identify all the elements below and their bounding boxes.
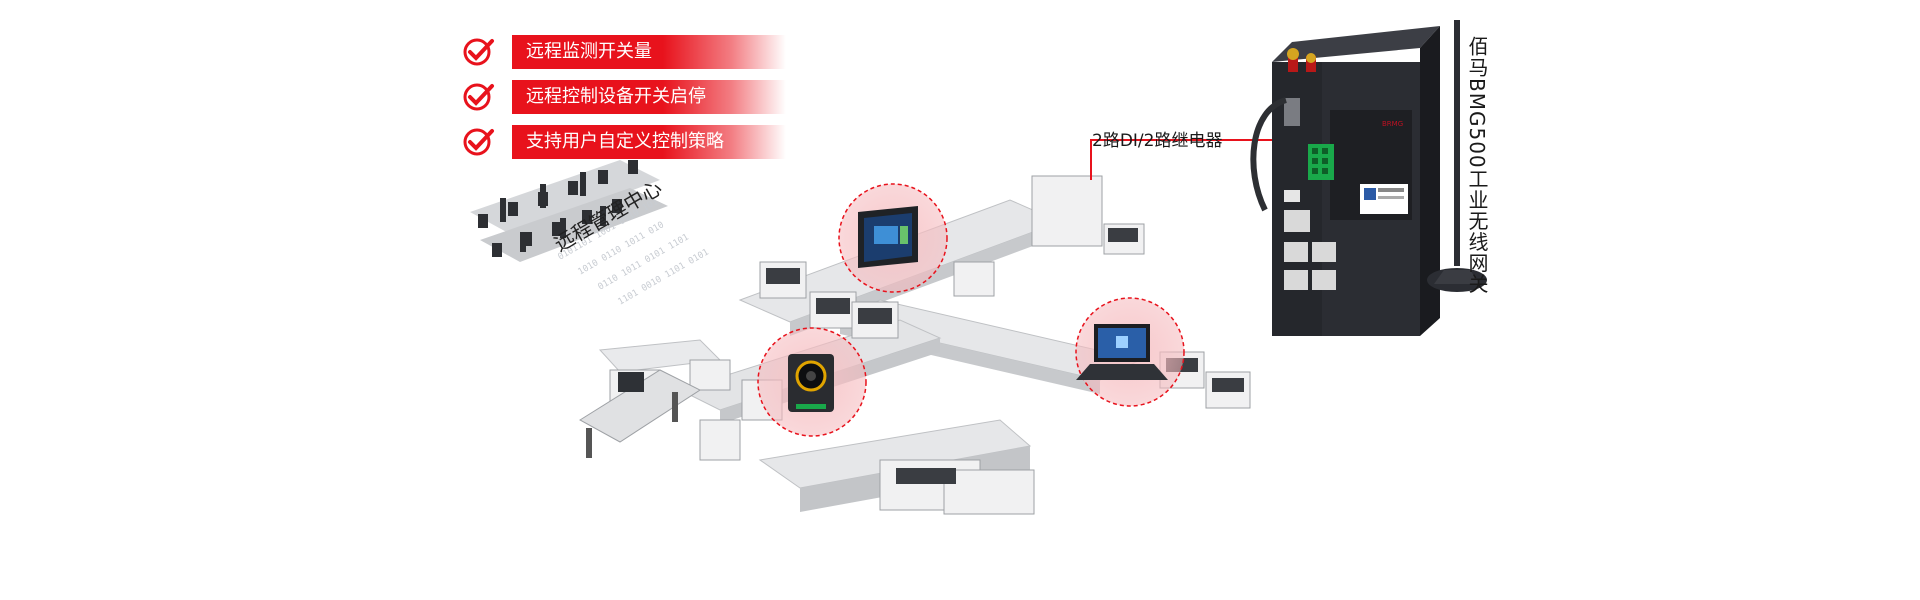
check-circle-icon bbox=[463, 128, 494, 156]
production-machines bbox=[579, 175, 1251, 515]
feature-item: 远程监测开关量 bbox=[462, 34, 786, 70]
svg-text:BRMG: BRMG bbox=[1382, 120, 1403, 128]
feature-label: 远程监测开关量 bbox=[512, 35, 786, 69]
io-label: 2路DI/2路继电器 bbox=[1092, 131, 1223, 151]
feature-label: 远程控制设备开关启停 bbox=[512, 80, 786, 114]
product-name: 佰马BMG500工业无线网关 bbox=[1465, 36, 1489, 295]
hmi-highlight bbox=[838, 183, 948, 293]
remote-center-desks bbox=[470, 160, 668, 262]
gateway-device: BRMG bbox=[1250, 20, 1487, 336]
camera-highlight bbox=[757, 327, 867, 437]
feature-item: 远程控制设备开关启停 bbox=[462, 79, 786, 115]
feature-list: 远程监测开关量 远程控制设备开关启停 支持用户自定义控制策略 bbox=[462, 34, 786, 169]
laptop-highlight bbox=[1075, 297, 1185, 407]
check-circle-icon bbox=[463, 83, 494, 111]
check-circle-icon bbox=[463, 38, 494, 66]
feature-item: 支持用户自定义控制策略 bbox=[462, 124, 786, 160]
feature-label: 支持用户自定义控制策略 bbox=[512, 125, 786, 159]
